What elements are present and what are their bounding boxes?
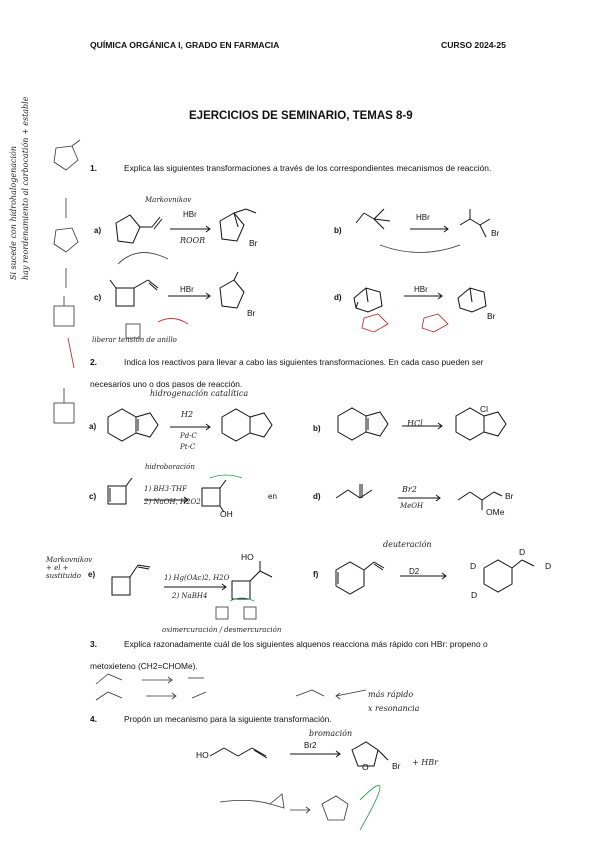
- page-title: EJERCICIOS DE SEMINARIO, TEMAS 8-9: [189, 110, 413, 122]
- br-2d: Br: [505, 491, 514, 501]
- reagent-1d: HBr: [414, 285, 428, 294]
- question-text: Indica los reactivos para llevar a cabo …: [90, 357, 484, 389]
- note-br2: Br2: [402, 485, 417, 494]
- d-2f-1: D: [470, 561, 477, 571]
- note-naoh: 2) NaOH, H2O2: [144, 498, 201, 506]
- note-roor: ROOR: [180, 236, 206, 245]
- reaction-2d: [335, 484, 503, 510]
- ome-2d: OMe: [486, 507, 505, 517]
- reagent-1a: HBr: [183, 210, 197, 219]
- label-2b: b): [313, 424, 321, 433]
- question-text: Propón un mecanismo para la siguiente tr…: [124, 714, 332, 724]
- note-resonancia: x resonancia: [368, 704, 420, 713]
- br-1a: Br: [249, 238, 258, 248]
- ho-2e: HO: [241, 552, 254, 562]
- d-2f-3: D: [519, 547, 526, 557]
- note-bromacion: bromación: [309, 729, 353, 738]
- question-2: 2.Indica los reactivos para llevar a cab…: [90, 351, 515, 395]
- note-pdc: Pd-C: [180, 432, 197, 440]
- question-number: 4.: [90, 714, 97, 724]
- label-2d: d): [313, 492, 321, 501]
- q4-ho: HO: [196, 750, 209, 760]
- course-header: QUÍMICA ORGÁNICA I, GRADO EN FARMACIA: [90, 40, 280, 50]
- question-1: 1. Explica las siguientes transformacione…: [90, 157, 515, 179]
- reagent-2f: D2: [409, 567, 420, 576]
- question-number: 2.: [90, 357, 97, 367]
- note-hcl: HCl: [407, 419, 423, 428]
- margin-structures: [53, 139, 81, 424]
- question-3: 3.Explica razonadamente cuál de los sigu…: [90, 633, 515, 677]
- reaction-2f: [335, 559, 535, 595]
- reaction-1b: [355, 208, 491, 253]
- question-text: Explica razonadamente cuál de los siguie…: [90, 639, 488, 671]
- label-2e: e): [88, 570, 96, 579]
- label-1a: a): [94, 226, 102, 235]
- text-en: en: [268, 492, 277, 501]
- reagent-1b: HBr: [416, 213, 430, 222]
- br-1b: Br: [491, 228, 500, 238]
- reaction-1d: [353, 287, 487, 333]
- q4-hbr: + HBr: [412, 758, 438, 767]
- margin-note-2: hay reordenamiento al carbocatión + esta…: [21, 96, 30, 280]
- oh-2c: OH: [220, 509, 233, 519]
- q3-sketches: [95, 673, 367, 701]
- note-markovnikov: Markovnikov: [145, 196, 192, 204]
- reaction-2b: [337, 407, 507, 441]
- reaction-4: [209, 741, 389, 831]
- note-nabh4: 2) NaBH4: [172, 592, 208, 600]
- label-1d: d): [334, 293, 342, 302]
- reaction-2e: [111, 561, 273, 620]
- reaction-2a: [107, 408, 273, 442]
- reaction-2c: [107, 474, 243, 513]
- reagent-1c: HBr: [180, 285, 194, 294]
- note-meoh: MeOH: [400, 502, 424, 510]
- question-text: Explica las siguientes transformaciones …: [124, 163, 492, 173]
- note-masrapido: más rápido: [368, 690, 414, 699]
- label-1b: b): [334, 226, 342, 235]
- br-1d: Br: [487, 311, 496, 321]
- note-ptc: Pt-C: [180, 443, 196, 451]
- question-number: 1.: [90, 163, 97, 173]
- note-markovnikov-2e: Markovnikov + el + sustituido: [46, 556, 93, 580]
- note-hidrogenacion: hidrogenación catalítica: [150, 389, 249, 398]
- q4-br: Br: [392, 761, 401, 771]
- cl-2b: Cl: [480, 404, 489, 414]
- note-liberar: liberar tensión de anillo: [92, 336, 177, 344]
- q4-o: O: [362, 762, 369, 772]
- note-hidroboracion: hidroboración: [145, 463, 195, 471]
- note-h2: H2: [181, 410, 194, 419]
- note-oximercuracion: oximercuración / desmercuración: [162, 626, 282, 634]
- label-2c: c): [89, 492, 97, 501]
- d-2f-2: D: [471, 590, 478, 600]
- question-number: 3.: [90, 639, 97, 649]
- note-hg: 1) Hg(OAc)2, H2O: [164, 574, 230, 582]
- year-header: CURSO 2024-25: [441, 40, 506, 50]
- label-1c: c): [94, 293, 102, 302]
- note-deuteracion: deuteración: [383, 540, 432, 549]
- reaction-1c: [109, 252, 245, 339]
- label-2f: f): [313, 570, 319, 579]
- margin-note-1: Si sucede con hidrohalogenación: [9, 146, 18, 280]
- br-1c: Br: [247, 308, 256, 318]
- d-2f-4: D: [545, 561, 552, 571]
- note-bh3: 1) BH3·THF: [144, 485, 187, 493]
- reagent-4: Br2: [304, 741, 317, 750]
- question-4: 4. Propón un mecanismo para la siguiente …: [90, 708, 515, 730]
- label-2a: a): [89, 422, 97, 431]
- reaction-1a: [115, 208, 257, 244]
